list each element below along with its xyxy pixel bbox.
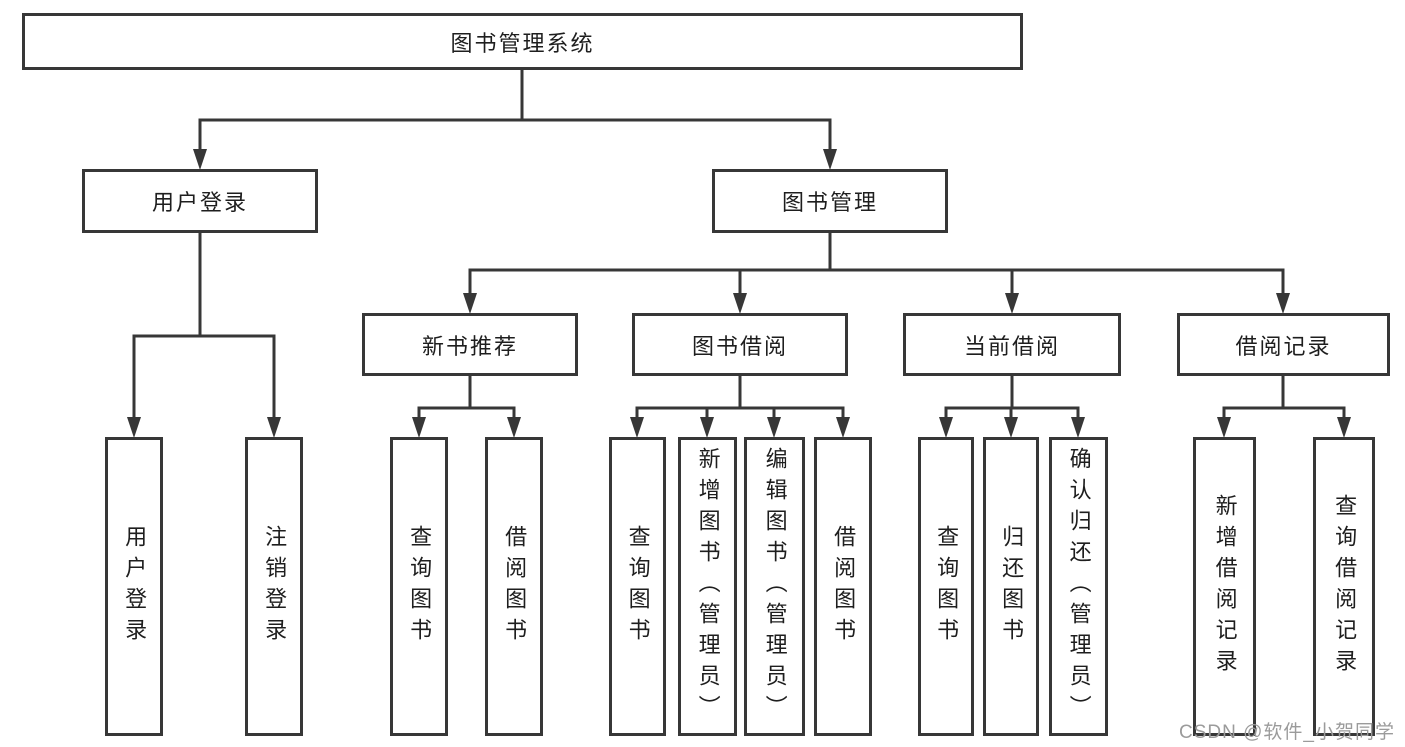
node-borrowing-records: 借阅记录	[1177, 313, 1390, 376]
leaf-current-query-books: 查询图书	[918, 437, 974, 736]
node-user-login-label: 用户登录	[151, 190, 248, 215]
leaf-current-confirm-return-admin: 确认归还（管理员）	[1049, 437, 1108, 736]
node-borrowing-records-label: 借阅记录	[1235, 333, 1332, 359]
leaf-newbook-query-books: 查询图书	[390, 437, 448, 736]
leaf-current-query-books-label: 查询图书	[934, 524, 960, 649]
leaf-newbook-borrow-books: 借阅图书	[485, 437, 543, 736]
leaf-borrowing-add-books-admin-label: 新增图书（管理员）	[695, 447, 721, 726]
leaf-user-login: 用户登录	[105, 437, 163, 736]
csdn-watermark: CSDN @软件_小贺同学	[1179, 722, 1395, 743]
leaf-records-add-record: 新增借阅记录	[1193, 437, 1256, 736]
node-new-book-recommend-label: 新书推荐	[421, 333, 518, 359]
leaf-borrowing-add-books-admin: 新增图书（管理员）	[678, 437, 737, 736]
node-book-management: 图书管理	[712, 169, 948, 233]
leaf-current-confirm-return-admin-label: 确认归还（管理员）	[1066, 447, 1092, 726]
node-book-borrowing: 图书借阅	[632, 313, 848, 376]
leaf-records-query-record: 查询借阅记录	[1313, 437, 1375, 736]
leaf-borrowing-query-books: 查询图书	[609, 437, 666, 736]
leaf-records-query-record-label: 查询借阅记录	[1332, 493, 1358, 680]
leaf-current-return-books-label: 归还图书	[999, 524, 1025, 649]
leaf-user-login-label: 用户登录	[122, 524, 148, 649]
leaf-borrowing-edit-books-admin: 编辑图书（管理员）	[744, 437, 805, 736]
leaf-logout-label: 注销登录	[262, 524, 288, 649]
leaf-borrowing-borrow-books: 借阅图书	[814, 437, 872, 736]
node-book-borrowing-label: 图书借阅	[691, 333, 788, 359]
node-library-system: 图书管理系统	[22, 13, 1023, 70]
leaf-current-return-books: 归还图书	[983, 437, 1039, 736]
node-library-system-label: 图书管理系统	[450, 30, 595, 56]
leaf-newbook-query-books-label: 查询图书	[407, 524, 433, 649]
leaf-borrowing-edit-books-admin-label: 编辑图书（管理员）	[762, 447, 788, 726]
node-book-management-label: 图书管理	[781, 190, 878, 215]
leaf-borrowing-borrow-books-label: 借阅图书	[831, 524, 857, 649]
leaf-borrowing-query-books-label: 查询图书	[625, 524, 651, 649]
node-current-borrowing: 当前借阅	[903, 313, 1121, 376]
node-user-login: 用户登录	[82, 169, 318, 233]
leaf-newbook-borrow-books-label: 借阅图书	[502, 524, 528, 649]
leaf-records-add-record-label: 新增借阅记录	[1212, 493, 1238, 680]
leaf-logout: 注销登录	[245, 437, 303, 736]
arrowheads	[127, 149, 1351, 438]
node-current-borrowing-label: 当前借阅	[963, 333, 1060, 359]
node-new-book-recommend: 新书推荐	[362, 313, 578, 376]
